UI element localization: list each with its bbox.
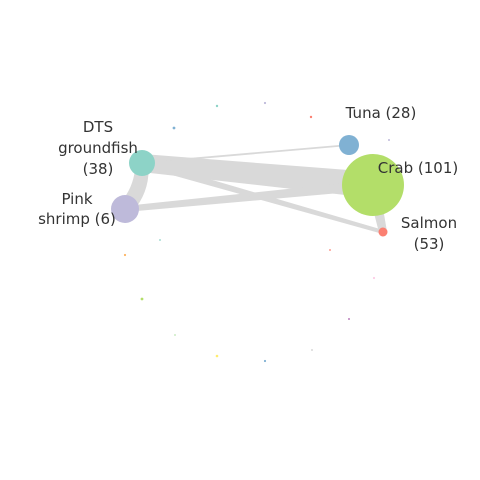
node-dts (129, 150, 155, 176)
minor-node (263, 101, 267, 105)
node-label-line: Pink (61, 190, 92, 208)
node-label-line: Crab (101) (378, 159, 458, 177)
node-label-line: Tuna (28) (345, 104, 417, 122)
node-label-line: DTS (83, 118, 113, 136)
minor-node (123, 253, 127, 257)
node-label-salmon: Salmon (53) (401, 214, 457, 253)
minor-node (388, 139, 390, 141)
minor-node (372, 276, 376, 280)
labels-layer: DTS groundfish (38) Pink shrimp (6) Tuna (28)… (38, 104, 458, 253)
node-label-line: shrimp (6) (38, 210, 116, 228)
node-label-dts: DTS groundfish (38) (58, 118, 138, 178)
minor-nodes-layer (123, 101, 390, 363)
node-label-line: (53) (414, 235, 445, 253)
edge-dts-tuna (141, 144, 350, 164)
edges-layer (117, 144, 387, 234)
minor-node (215, 104, 219, 108)
node-label-line: Salmon (401, 214, 457, 232)
minor-node (329, 249, 331, 251)
minor-node (174, 334, 176, 336)
minor-node (172, 126, 176, 130)
node-label-tuna: Tuna (28) (345, 104, 417, 122)
node-tuna (339, 135, 359, 155)
node-label-line: groundfish (58, 139, 138, 157)
edge-dts-salmon (141, 159, 384, 234)
minor-node (311, 349, 313, 351)
minor-node (140, 297, 144, 301)
minor-node (348, 318, 350, 320)
node-label-crab: Crab (101) (378, 159, 458, 177)
minor-node (309, 115, 313, 119)
minor-node (263, 359, 267, 363)
node-label-pink: Pink shrimp (6) (38, 190, 116, 228)
node-label-line: (38) (83, 160, 114, 178)
minor-node (215, 354, 219, 358)
minor-node (159, 239, 161, 241)
node-pink (111, 195, 139, 223)
node-salmon (378, 227, 388, 237)
node-crab (342, 154, 404, 216)
nodes-layer (111, 135, 404, 237)
